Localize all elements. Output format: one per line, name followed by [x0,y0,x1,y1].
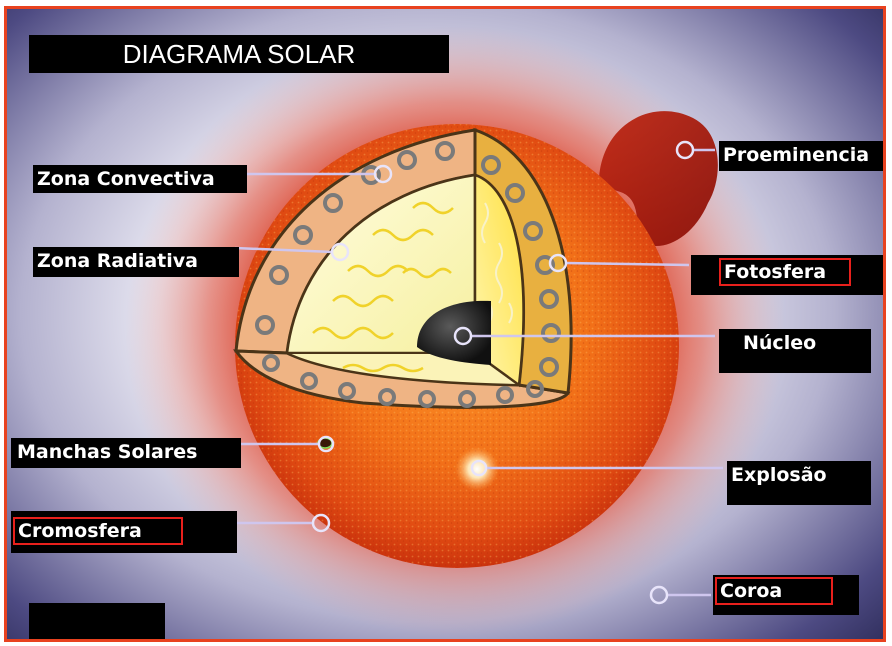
sun-illustration [125,26,785,636]
core [417,300,491,365]
leader-lines [233,148,723,597]
label-flare-text: Explosão [731,464,827,486]
label-chromosphere-text: Cromosfera [13,517,183,545]
label-prominence: Proeminencia [719,141,883,171]
convection-loops [255,141,561,408]
label-convective-zone-text: Zona Convectiva [37,168,215,190]
label-corona: Coroa [713,575,859,615]
label-flare: Explosão [727,461,871,505]
label-sunspots-text: Manchas Solares [17,441,198,463]
label-sunspots: Manchas Solares [11,438,241,468]
radiation-waves [312,201,454,373]
prominence-shape [599,111,718,247]
leader-endpoints [311,140,695,605]
label-radiative-zone: Zona Radiativa [33,247,239,277]
label-photosphere: Fotosfera [691,255,883,295]
label-core: Núcleo [719,329,871,373]
empty-black-box [29,603,165,639]
label-core-text: Núcleo [743,332,817,354]
label-chromosphere: Cromosfera [11,511,237,553]
label-radiative-zone-text: Zona Radiativa [37,250,198,272]
diagram-frame: DIAGRAMA SOLAR Zona Convectiva Zona Radi… [4,6,886,642]
flare-spot [455,447,499,491]
label-photosphere-text: Fotosfera [719,258,851,286]
label-corona-text: Coroa [715,577,833,605]
diagram-title: DIAGRAMA SOLAR [29,35,449,73]
label-convective-zone: Zona Convectiva [33,165,247,193]
label-prominence-text: Proeminencia [723,144,870,166]
